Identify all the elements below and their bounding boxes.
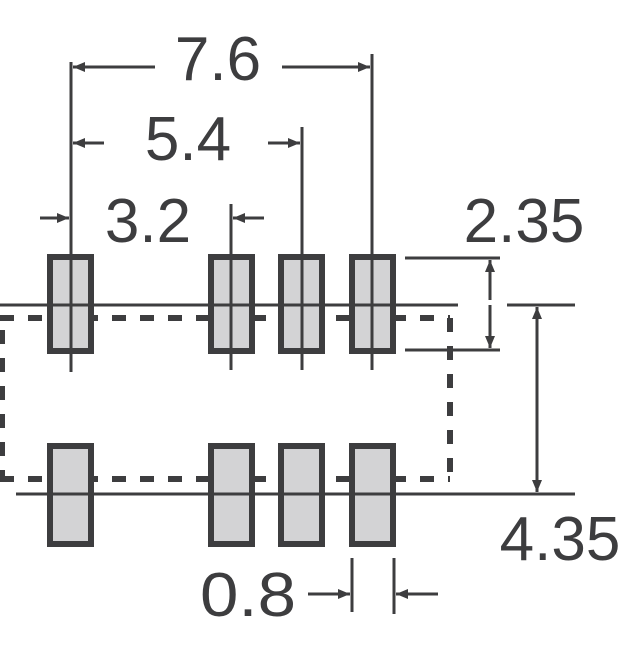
dimension-label-0-8: 0.8 bbox=[200, 561, 296, 630]
dimension-7-6: 7.6 bbox=[73, 25, 370, 94]
dimension-label-2-35: 2.35 bbox=[464, 187, 585, 256]
pad-centerlines bbox=[50, 303, 395, 496]
dimension-label-3-2: 3.2 bbox=[105, 187, 191, 256]
dimension-0-8: 0.8 bbox=[200, 561, 438, 630]
dimension-5-4: 5.4 bbox=[73, 105, 300, 174]
dimension-label-4-35: 4.35 bbox=[500, 505, 621, 574]
extension-lines bbox=[69, 54, 396, 614]
dimension-label-7-6: 7.6 bbox=[175, 25, 261, 94]
dimension-4-35: 4.35 bbox=[500, 307, 621, 574]
dimension-label-5-4: 5.4 bbox=[145, 105, 231, 174]
dimension-3-2: 3.2 bbox=[40, 187, 264, 256]
dimension-2-35: 2.35 bbox=[464, 187, 585, 348]
